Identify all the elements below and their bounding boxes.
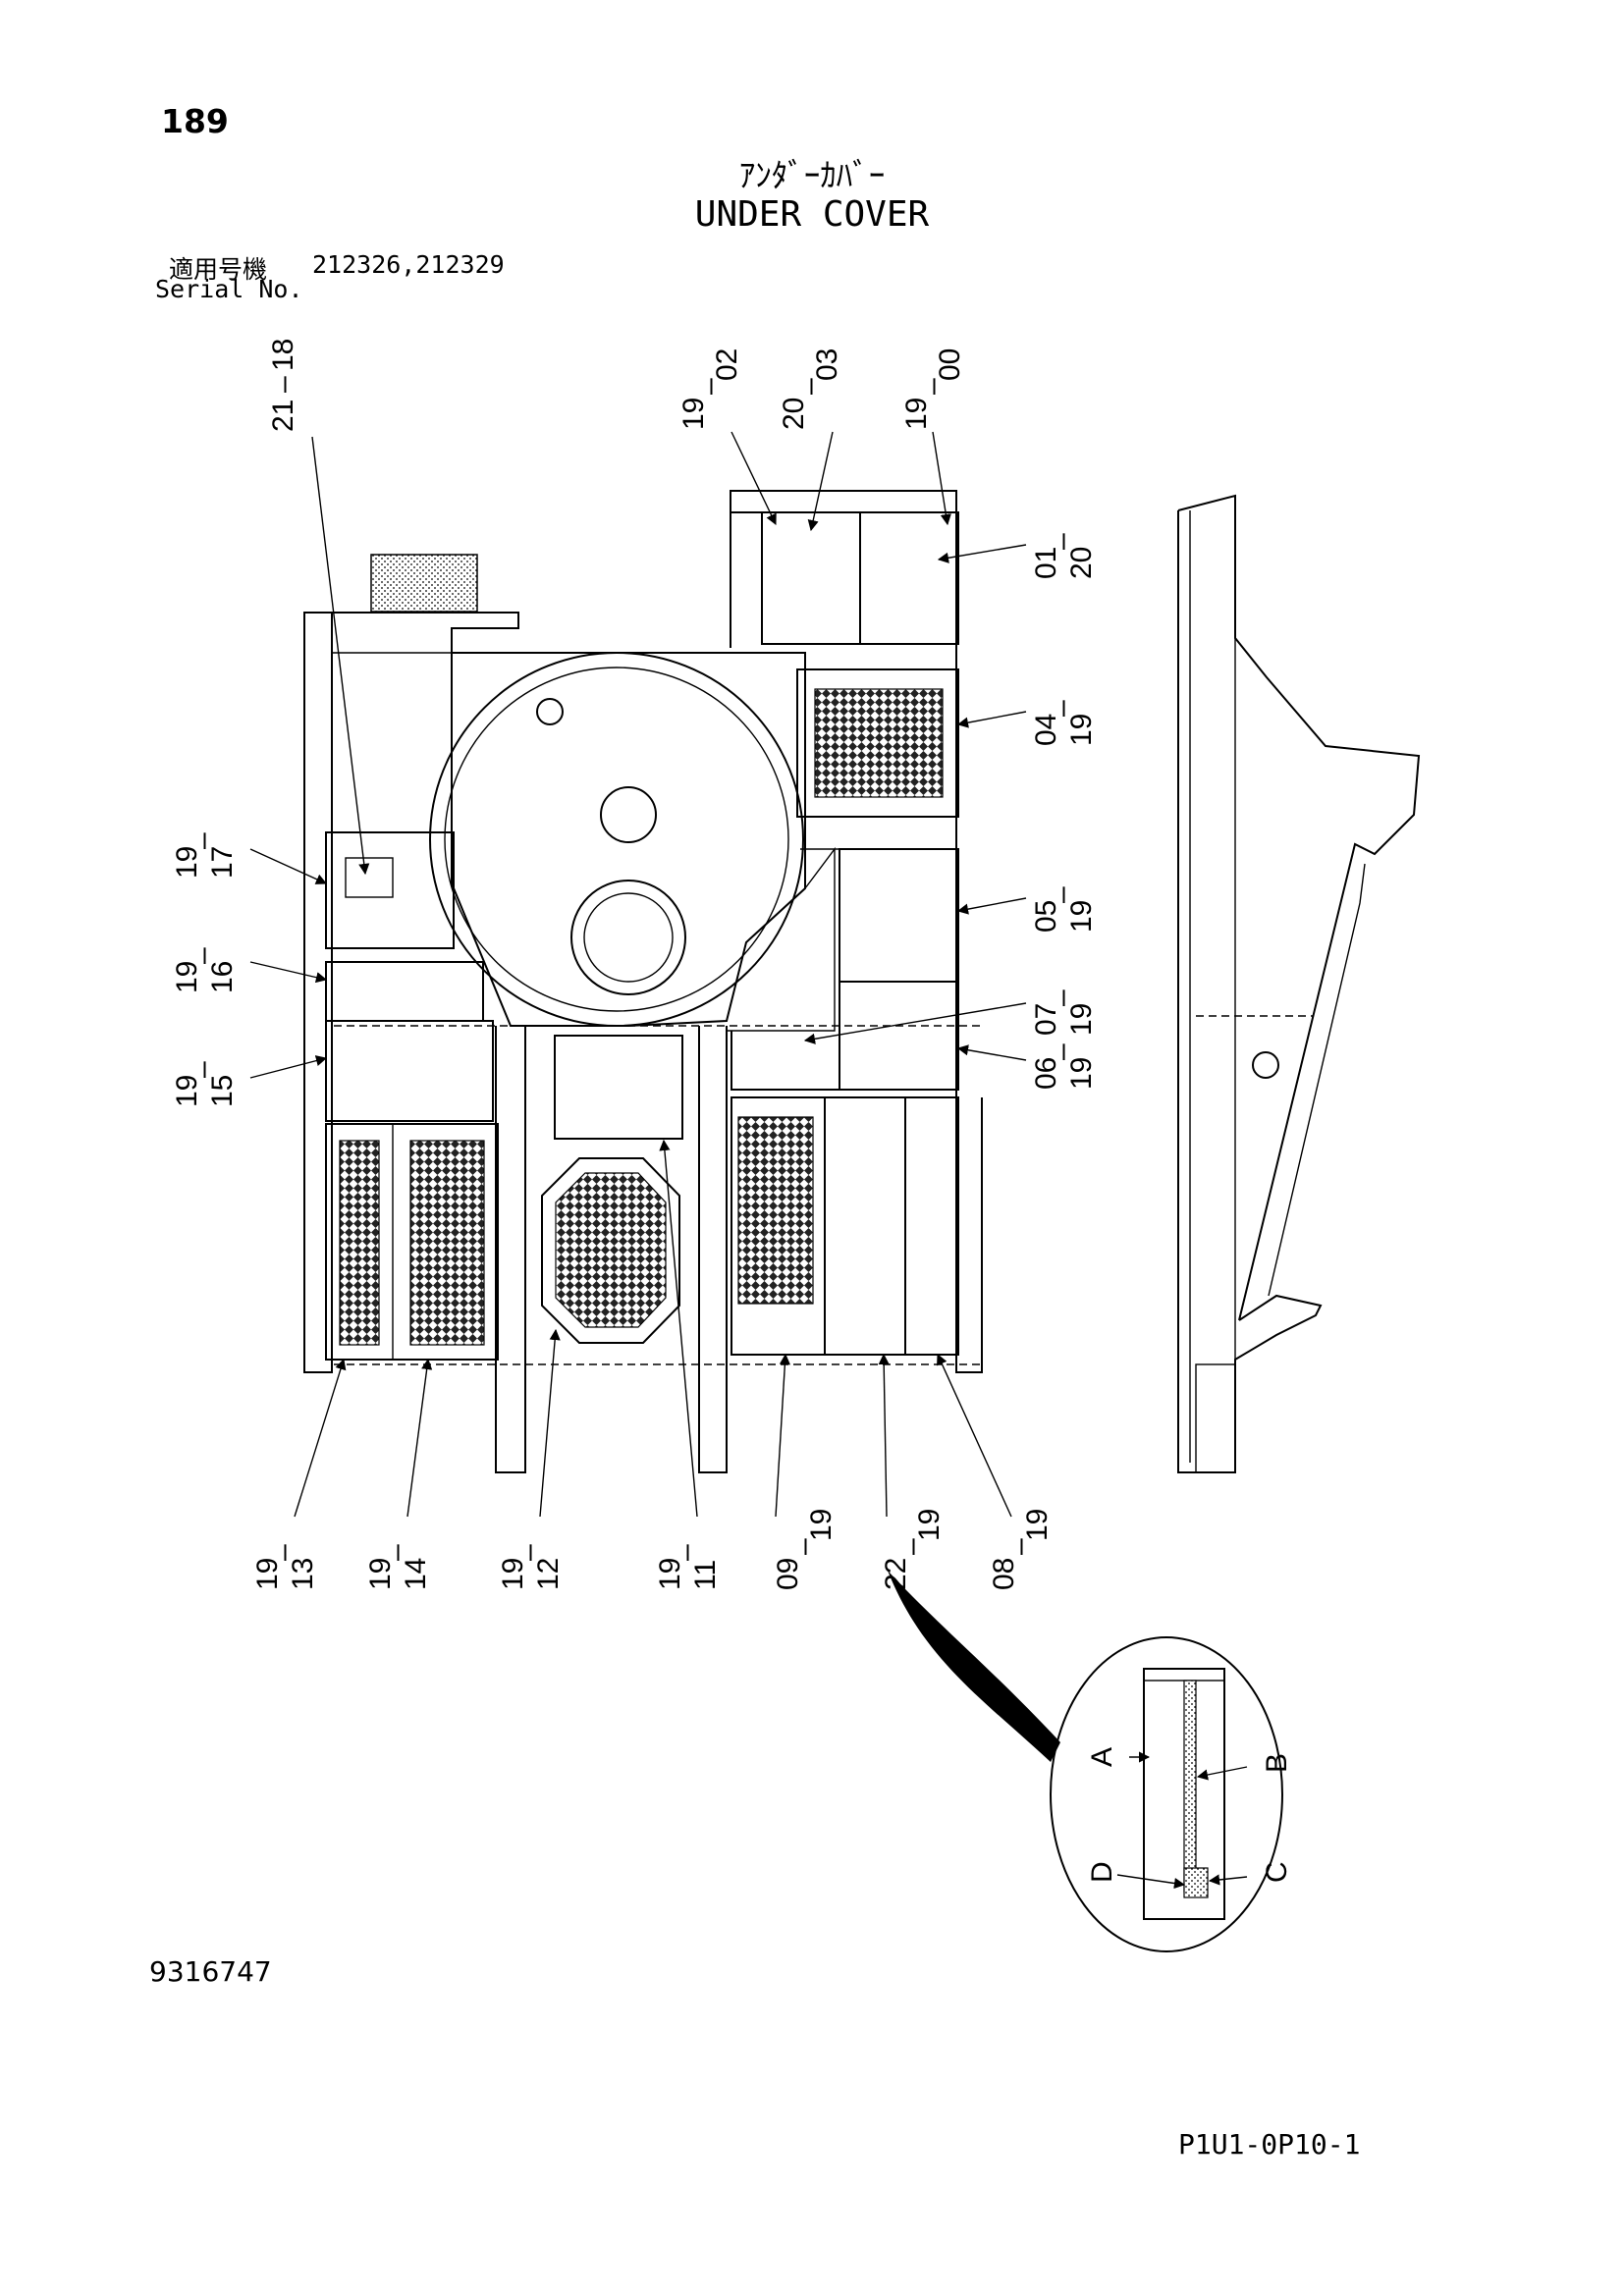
callout-07-19: 07–19: [1030, 989, 1098, 1036]
svg-text:22: 22: [880, 1558, 912, 1590]
svg-text:01: 01: [1030, 547, 1062, 579]
svg-text:–: –: [1046, 989, 1078, 1006]
callout-19-02: 19 –02: [677, 348, 743, 430]
svg-text:07: 07: [1030, 1003, 1062, 1036]
svg-text:19: 19: [171, 961, 203, 993]
svg-text:–: –: [793, 378, 826, 395]
svg-text:19: 19: [497, 1558, 529, 1590]
svg-text:–: –: [916, 378, 948, 395]
callout-21-18: 21 – 18: [267, 339, 299, 432]
callout-19-15: 19–15: [171, 1061, 239, 1107]
callout-labels: 21–18 19–02 20–03 19–00 01–20 04–19 19–1…: [171, 339, 1098, 1590]
svg-text:18: 18: [267, 339, 299, 371]
svg-text:17: 17: [206, 846, 239, 879]
svg-text:19: 19: [805, 1509, 838, 1541]
svg-text:–: –: [787, 1538, 820, 1555]
svg-text:–: –: [1003, 1538, 1036, 1555]
svg-text:16: 16: [206, 961, 239, 993]
svg-text:15: 15: [206, 1075, 239, 1107]
detail-label-a: A: [1086, 1747, 1118, 1767]
svg-text:19: 19: [1065, 1057, 1098, 1090]
callout-19-00: 19 –00: [900, 348, 966, 430]
svg-text:19: 19: [1065, 900, 1098, 933]
svg-text:19: 19: [251, 1558, 284, 1590]
callout-19-16: 19–16: [171, 947, 239, 993]
svg-text:06: 06: [1030, 1057, 1062, 1090]
svg-text:20: 20: [1065, 547, 1098, 579]
svg-text:–: –: [670, 1544, 702, 1561]
page-title-japanese: ｱﾝﾀﾞｰｶﾊﾞｰ: [738, 156, 886, 194]
callout-19-11: 19–11: [654, 1544, 722, 1590]
svg-text:–: –: [380, 1544, 412, 1561]
svg-text:19: 19: [1065, 1003, 1098, 1036]
svg-text:19: 19: [900, 398, 933, 430]
detail-label-d: D: [1086, 1861, 1118, 1883]
svg-text:–: –: [267, 1544, 299, 1561]
callout-09-19: 09 –19: [772, 1509, 838, 1590]
svg-text:14: 14: [400, 1558, 432, 1590]
svg-text:–: –: [187, 832, 219, 849]
leader-lines: [249, 431, 1027, 1518]
callout-05-19: 05–19: [1030, 886, 1098, 933]
svg-text:19: 19: [171, 1075, 203, 1107]
svg-text:03: 03: [811, 348, 843, 381]
callout-19-17: 19–17: [171, 832, 239, 879]
svg-text:–: –: [1046, 533, 1078, 550]
svg-text:–: –: [513, 1544, 545, 1561]
svg-text:–: –: [1046, 886, 1078, 903]
svg-text:–: –: [1046, 700, 1078, 717]
svg-text:–: –: [895, 1538, 928, 1555]
callout-22-19: 22 –19: [880, 1509, 946, 1590]
detail-label-c: C: [1261, 1861, 1293, 1883]
rear-grille: [370, 554, 478, 613]
svg-text:–: –: [693, 378, 726, 395]
cover-panels: [325, 511, 959, 1361]
callout-01-20: 01–20: [1030, 533, 1098, 579]
serial-numbers: 212326,212329: [312, 250, 505, 279]
svg-text:00: 00: [934, 348, 966, 381]
svg-text:–: –: [187, 1061, 219, 1078]
svg-text:20: 20: [778, 398, 810, 430]
svg-text:19: 19: [1065, 714, 1098, 746]
document-number: 9316747: [149, 1955, 272, 1988]
callout-20-03: 20 –03: [778, 348, 843, 430]
svg-text:02: 02: [711, 348, 743, 381]
svg-text:21: 21: [267, 400, 299, 432]
callout-19-12: 19–12: [497, 1544, 565, 1590]
svg-text:19: 19: [1021, 1509, 1054, 1541]
page-code: P1U1-0P10-1: [1178, 2128, 1361, 2161]
serial-label: Serial No.: [155, 275, 303, 303]
svg-text:13: 13: [287, 1558, 319, 1590]
svg-text:–: –: [187, 947, 219, 964]
callout-19-14: 19–14: [364, 1544, 432, 1590]
page-title: UNDER COVER: [694, 194, 930, 235]
svg-text:–: –: [1046, 1043, 1078, 1060]
callout-08-19: 08 –19: [988, 1509, 1054, 1590]
svg-text:19: 19: [171, 846, 203, 879]
svg-text:04: 04: [1030, 714, 1062, 746]
svg-text:09: 09: [772, 1558, 804, 1590]
callout-19-13: 19–13: [251, 1544, 319, 1590]
detail-label-b: B: [1261, 1753, 1293, 1773]
callout-04-19: 04–19: [1030, 700, 1098, 746]
svg-text:19: 19: [677, 398, 710, 430]
svg-text:19: 19: [654, 1558, 686, 1590]
svg-text:19: 19: [913, 1509, 946, 1541]
svg-text:11: 11: [689, 1560, 722, 1590]
serial-label-japanese: 適用号機: [169, 255, 268, 284]
svg-text:–: –: [267, 376, 299, 393]
page-number: 189: [161, 102, 229, 140]
side-view: [1177, 494, 1421, 1473]
svg-text:05: 05: [1030, 900, 1062, 933]
detail-view: A B C D: [888, 1571, 1293, 1952]
callout-06-19: 06–19: [1030, 1043, 1098, 1090]
svg-text:12: 12: [532, 1558, 565, 1590]
svg-text:19: 19: [364, 1558, 397, 1590]
svg-text:08: 08: [988, 1558, 1020, 1590]
